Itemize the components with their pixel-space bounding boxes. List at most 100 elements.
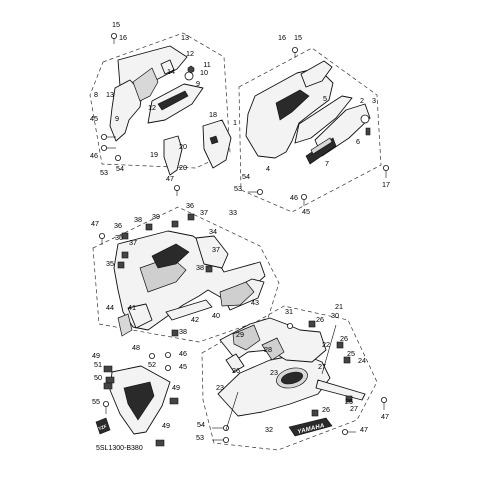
callout-c-36c: 36	[115, 233, 123, 242]
callout-c-54a: 54	[116, 164, 124, 173]
callout-c-19: 19	[150, 150, 158, 159]
nut-26a	[308, 320, 316, 328]
callout-c-25a: 25	[347, 349, 355, 358]
callout-c-20a: 20	[179, 142, 187, 151]
callout-c-12b: 12	[148, 103, 156, 112]
bolt-47d	[341, 428, 356, 435]
callout-c-5: 5	[323, 94, 327, 103]
callout-c-45c: 45	[179, 362, 187, 371]
mesh-29	[232, 324, 261, 351]
callout-c-29: 29	[236, 330, 244, 339]
nut-11	[187, 65, 195, 74]
dashed-outline-under-cowl	[201, 305, 378, 451]
callout-c-37c: 37	[212, 245, 220, 254]
callout-c-21: 21	[335, 302, 343, 311]
callout-c-28: 28	[264, 345, 272, 354]
inner-panel-right-shadow	[275, 89, 310, 121]
bracket-14	[160, 59, 175, 75]
callout-c-55: 55	[92, 397, 100, 406]
callout-c-14: 14	[167, 67, 175, 76]
callout-c-53a: 53	[100, 168, 108, 177]
callout-c-17: 17	[382, 180, 390, 189]
collar-6	[365, 127, 371, 136]
callout-c-46b: 46	[290, 193, 298, 202]
callout-c-54b: 54	[242, 172, 250, 181]
nut-39	[171, 220, 179, 228]
dashed-outline-right-inner-panel	[238, 47, 382, 213]
callout-c-32: 32	[265, 425, 273, 434]
bolt-46c	[164, 351, 171, 358]
stay-19	[163, 135, 183, 176]
nut-51	[103, 365, 113, 373]
callout-c-25b: 25	[345, 397, 353, 406]
callout-c-39: 39	[152, 212, 160, 221]
bolt-31	[286, 322, 293, 329]
bolt-53b	[248, 188, 263, 195]
callout-c-26c: 26	[232, 366, 240, 375]
callout-c-12a: 12	[186, 49, 194, 58]
bolt-15b	[291, 47, 298, 58]
yzf-decal	[95, 417, 111, 435]
callout-c-31: 31	[285, 307, 293, 316]
callout-c-38c: 38	[179, 327, 187, 336]
stay-26	[225, 353, 245, 373]
inner-panel-left-slot	[157, 90, 189, 111]
callout-c-36b: 36	[186, 201, 194, 210]
inner-cover-34	[195, 235, 229, 269]
inner-panel-right-5	[300, 60, 333, 88]
stay-18	[202, 119, 232, 169]
hardware	[99, 33, 389, 443]
nut-36a	[121, 232, 129, 240]
callout-c-1: 1	[233, 118, 237, 127]
nut-50	[103, 382, 113, 390]
stay-18-hole	[209, 135, 219, 145]
nut-35	[117, 261, 125, 269]
nut-26b	[336, 341, 344, 349]
yamaha-emblem	[288, 417, 333, 437]
callout-c-13b: 13	[106, 90, 114, 99]
callout-c-47d: 47	[360, 425, 368, 434]
nut-38b	[205, 265, 213, 273]
callout-c-26b: 26	[340, 334, 348, 343]
callout-c-23a: 23	[270, 368, 278, 377]
callout-c-34: 34	[209, 227, 217, 236]
callout-c-53b: 53	[234, 184, 242, 193]
callout-c-15a: 15	[112, 20, 120, 29]
callout-c-7: 7	[325, 159, 329, 168]
callout-c-11: 11	[203, 60, 210, 69]
rail-27	[315, 379, 366, 401]
mesh-28	[261, 337, 285, 361]
yzf-badge-text: YZF	[98, 423, 108, 431]
nut-38a	[145, 223, 153, 231]
callout-c-2: 2	[360, 96, 364, 105]
callout-c-33: 33	[229, 208, 237, 217]
callout-c-50: 50	[94, 373, 102, 382]
callout-c-46a: 46	[90, 151, 98, 160]
callout-c-16a: 16	[119, 33, 127, 42]
callout-c-37b: 37	[129, 238, 137, 247]
panel-44	[117, 313, 133, 337]
callout-c-27b: 27	[350, 404, 358, 413]
callout-c-8: 8	[94, 90, 98, 99]
bolt-52	[148, 352, 155, 359]
nut-25b	[345, 395, 353, 403]
callout-c-41: 41	[128, 303, 136, 312]
callout-c-26a: 26	[316, 315, 324, 324]
callout-c-24: 24	[358, 356, 366, 365]
callout-c-42: 42	[191, 315, 199, 324]
clip-49b	[169, 397, 179, 405]
panel-42	[165, 299, 213, 321]
callout-c-49b: 49	[172, 383, 180, 392]
bolt-45b	[300, 193, 307, 206]
callout-c-45a: 45	[90, 114, 98, 123]
callout-c-45b: 45	[302, 207, 310, 216]
lower-cowl-duct-opening	[151, 243, 190, 269]
callout-c-6: 6	[356, 137, 360, 146]
cowl-oval-vent-inner	[281, 371, 303, 385]
callout-c-47a: 47	[166, 174, 174, 183]
callout-c-46c: 46	[179, 349, 187, 358]
bolt-15a	[111, 33, 118, 44]
nut-36b	[187, 213, 195, 221]
